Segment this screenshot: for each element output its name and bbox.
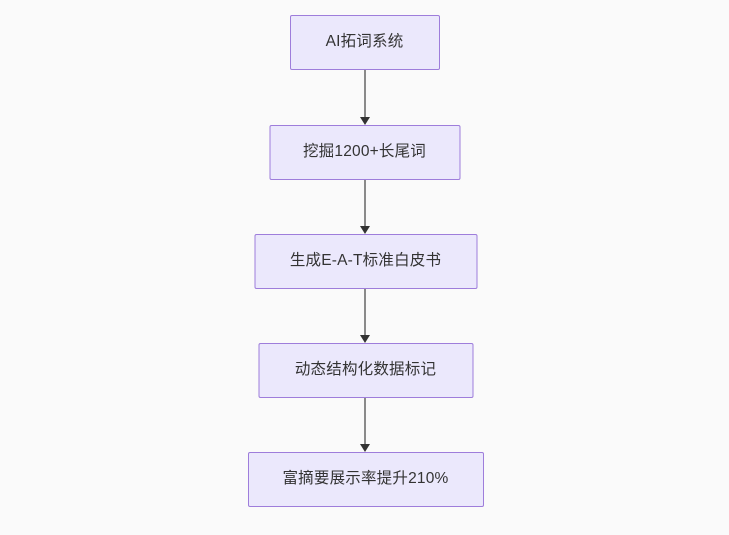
flowchart-node-n4[interactable]: 动态结构化数据标记 — [258, 343, 473, 398]
arrow-down-icon — [359, 226, 370, 234]
flowchart-node-n1[interactable]: AI拓词系统 — [289, 15, 440, 70]
arrow-down-icon — [359, 444, 370, 452]
flowchart-node-label: 挖掘1200+长尾词 — [302, 143, 427, 161]
edge-line — [363, 289, 366, 335]
flowchart-edge-e4 — [359, 398, 371, 452]
flowchart-node-n3[interactable]: 生成E-A-T标准白皮书 — [254, 234, 477, 289]
flowchart-node-n2[interactable]: 挖掘1200+长尾词 — [269, 125, 460, 180]
edge-line — [363, 180, 366, 226]
flowchart-edge-e2 — [359, 180, 371, 234]
flowchart-node-label: 生成E-A-T标准白皮书 — [289, 252, 442, 270]
flowchart-node-label: 动态结构化数据标记 — [294, 361, 437, 379]
flowchart-node-label: AI拓词系统 — [325, 33, 404, 51]
flowchart-node-label: 富摘要展示率提升210% — [282, 470, 449, 488]
edge-line — [363, 70, 366, 117]
flowchart-edge-e1 — [359, 70, 371, 125]
flowchart-node-n5[interactable]: 富摘要展示率提升210% — [247, 452, 484, 507]
edge-line — [363, 398, 366, 444]
arrow-down-icon — [359, 117, 370, 125]
flowchart-edge-e3 — [359, 289, 371, 343]
arrow-down-icon — [359, 335, 370, 343]
